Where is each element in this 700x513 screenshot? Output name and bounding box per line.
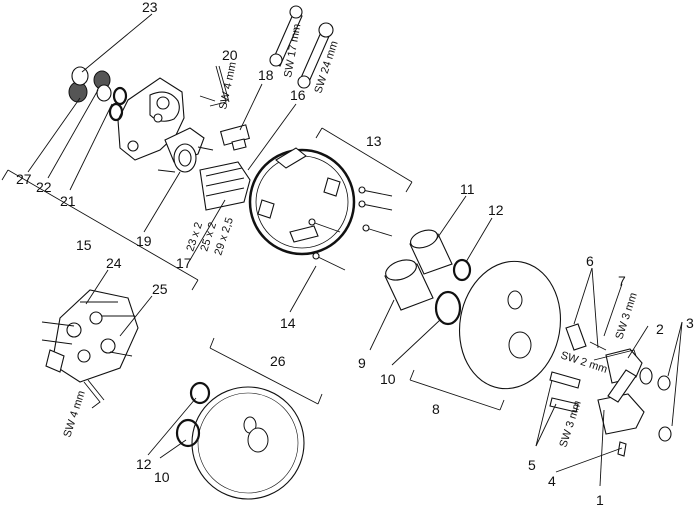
callout-26: 26 [270,353,286,369]
hex-key-top-icon [209,65,230,107]
callout-20: 20 [222,47,238,63]
callout-24: 24 [106,255,122,271]
callout-13: 13 [366,133,382,149]
callout-21: 21 [60,193,76,209]
callout-23: 23 [142,0,158,15]
extension-11 [409,229,453,275]
leader-lines [1,13,683,487]
screw-14 [312,252,346,271]
trim-plate-26 [191,386,305,500]
callout-5: 5 [528,457,536,473]
adapter-5 [549,371,581,413]
cap-3-upper [657,375,671,391]
tool-label-sw3-a: SW 3 mm [613,291,639,341]
valve-seat-27 [68,66,89,103]
callout-1: 1 [596,492,604,508]
callout-12-left: 12 [136,456,152,472]
o-ring-10-right [434,290,462,326]
rough-plate-13 [248,147,356,256]
o-ring-12-left [189,381,211,405]
screws-left [157,146,214,173]
wrench-17-icon [269,5,303,67]
o-ring-12-right [452,258,472,282]
callout-19: 19 [136,233,152,249]
o-rings-21 [108,86,128,122]
callout-25: 25 [152,281,168,297]
valve-seat-22 [93,70,112,102]
extension-9 [384,259,434,311]
tool-label-sw2: SW 2 mm [559,349,609,375]
callout-12-right: 12 [488,202,504,218]
oring-size-3: 29 x 2,5 [212,216,236,257]
screws-25 [41,301,135,357]
callout-11: 11 [460,181,475,197]
callout-10-right: 10 [380,371,396,387]
callout-22: 22 [36,179,52,195]
tool-label-sw4-top: SW 4 mm [217,61,239,111]
o-ring-10-left [175,418,201,448]
callout-9: 9 [358,355,366,371]
callout-27: 27 [16,171,32,187]
trim-plate-8 [458,260,562,390]
callout-10-left: 10 [154,469,170,485]
callout-14: 14 [280,315,296,331]
callout-15: 15 [76,237,92,253]
callout-4: 4 [548,473,556,489]
stop-cartridge-18 [219,124,251,151]
callout-8: 8 [432,401,440,417]
callout-17: 17 [176,255,192,271]
screw-20 [199,95,216,102]
tool-label-sw4-left: SW 4 mm [61,389,87,439]
diverter-cartridge-16 [199,161,251,211]
callout-7: 7 [618,273,626,289]
hex-key-left-icon [83,379,105,409]
callout-16: 16 [290,87,306,103]
nut-19 [173,143,197,173]
screws-13 [308,186,393,237]
hex-key-2mm-icon [593,349,637,361]
callout-18: 18 [258,67,274,83]
screw-4 [617,441,627,457]
wrench-24-icon [297,22,334,89]
callout-3: 3 [686,315,694,331]
mounting-plate-24 [45,289,139,383]
callout-2: 2 [656,321,664,337]
handle-lower [597,369,645,435]
callout-6: 6 [586,253,594,269]
cap-3-lower [658,426,672,442]
adapter-6 [565,323,607,351]
